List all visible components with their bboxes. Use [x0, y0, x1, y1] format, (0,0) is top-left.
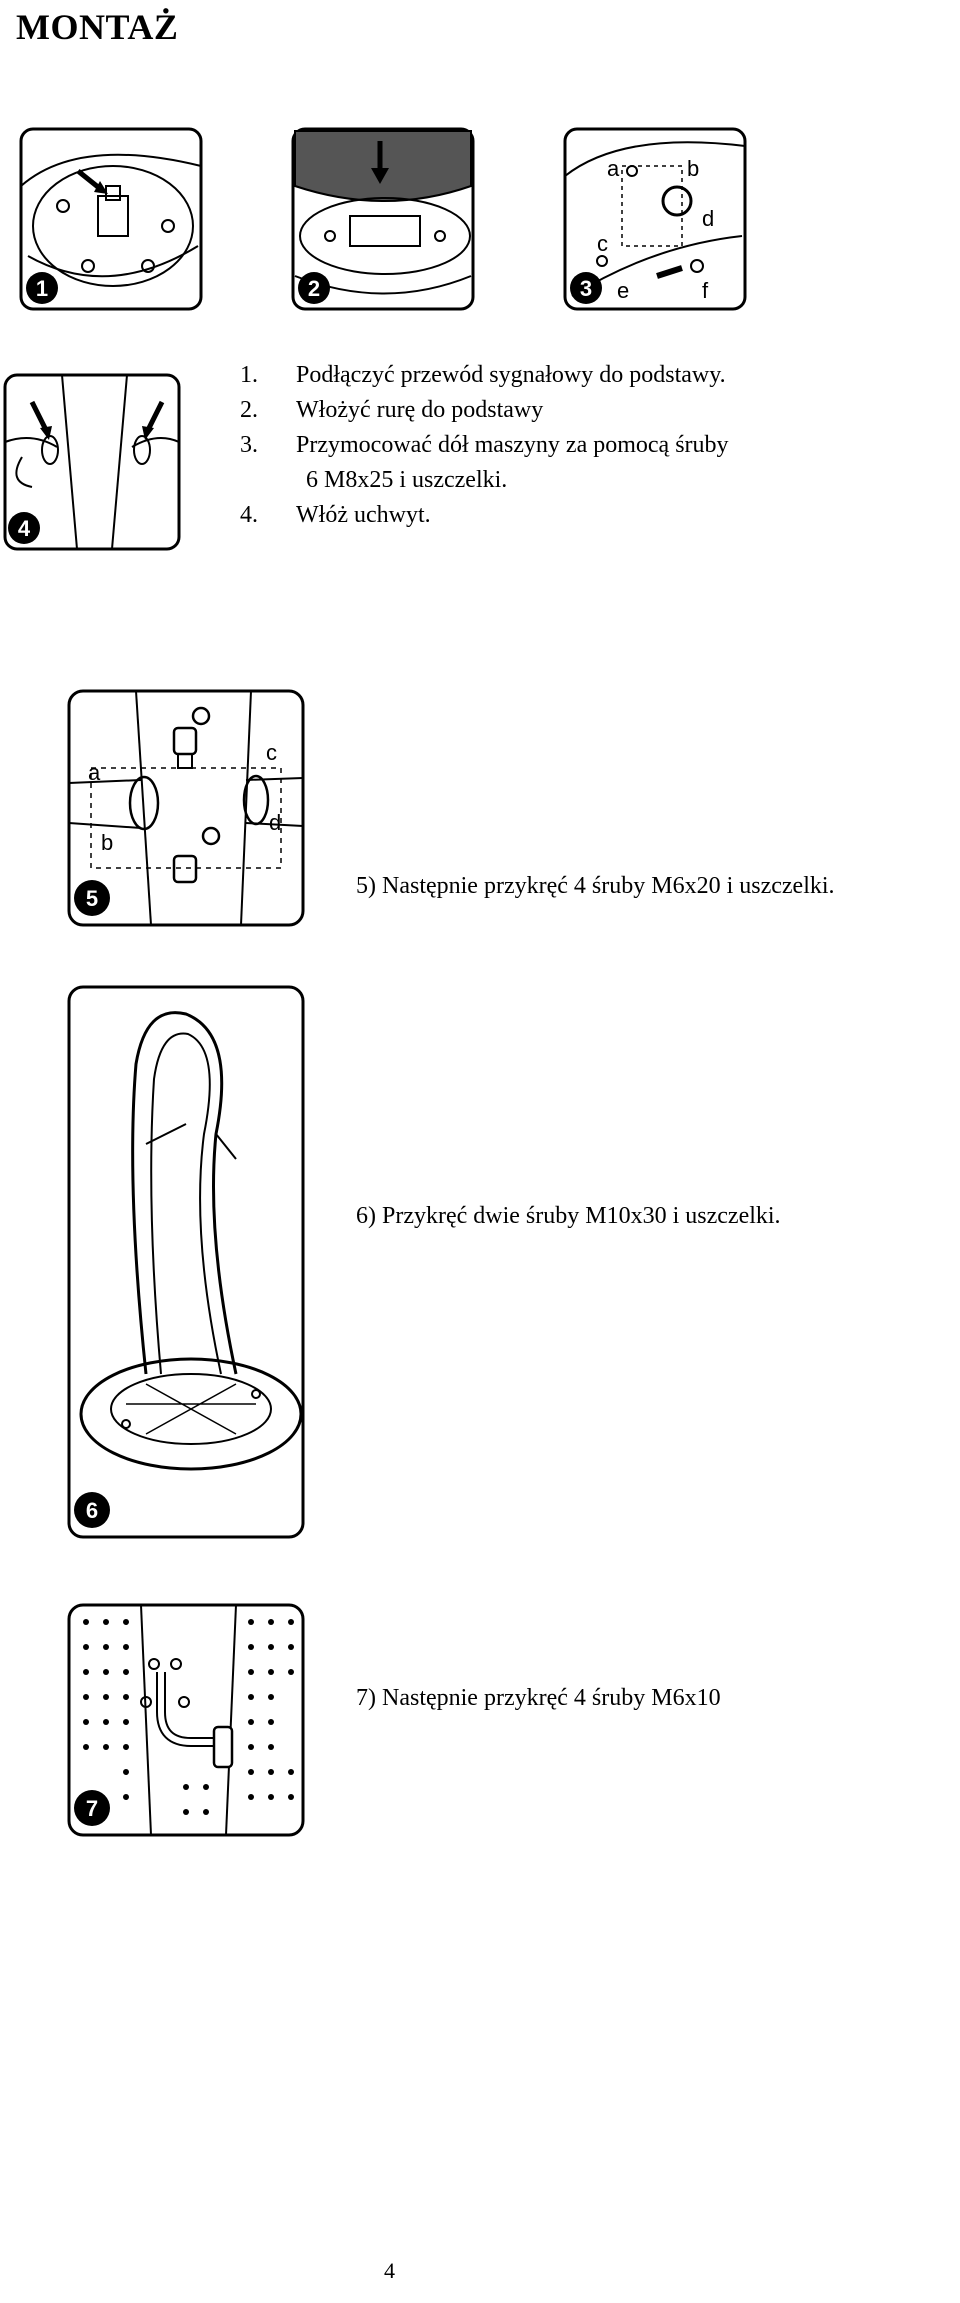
figure-3-illustration: a b c d e f 3 [563, 127, 747, 311]
figure-7-illustration: 7 [67, 1603, 305, 1837]
figure-3-badge: 3 [580, 276, 592, 301]
figure-step-4: 4 [2, 372, 182, 552]
figure-step-2: 2 [290, 126, 476, 312]
step-text: Włożyć rurę do podstawy [296, 397, 544, 423]
step-5-caption: 5) Następnie przykręć 4 śruby M6x20 i us… [356, 873, 835, 899]
figure-4-badge: 4 [18, 516, 31, 541]
figure-3-label-d: d [702, 206, 714, 231]
step-text: 6 M8x25 i uszczelki. [306, 467, 508, 493]
figure-5-label-a: a [88, 760, 101, 785]
figure-step-7: 7 [66, 1602, 306, 1838]
figure-5-label-b: b [101, 830, 113, 855]
figure-4-illustration: 4 [3, 373, 181, 551]
figure-5-badge: 5 [86, 886, 98, 911]
figure-5-label-c: c [266, 740, 277, 765]
figure-3-label-f: f [702, 278, 709, 303]
figure-step-1: 1 [18, 126, 204, 312]
figure-2-illustration: 2 [291, 127, 475, 311]
figure-step-5: a b c d 5 [66, 688, 306, 928]
step-6-caption: 6) Przykręć dwie śruby M10x30 i uszczelk… [356, 1203, 781, 1229]
figure-2-badge: 2 [308, 276, 320, 301]
step-7-caption: 7) Następnie przykręć 4 śruby M6x10 [356, 1685, 721, 1711]
step-text: Podłączyć przewód sygnałowy do podstawy. [296, 362, 726, 388]
step-text: Przymocować dół maszyny za pomocą śruby [296, 432, 729, 458]
figure-3-label-c: c [597, 231, 608, 256]
figure-1-badge: 1 [36, 276, 48, 301]
page-number: 4 [384, 2258, 395, 2283]
figure-3-label-a: a [607, 156, 620, 181]
figure-5-label-d: d [269, 810, 281, 835]
step-number: 1. [240, 362, 258, 388]
figure-6-badge: 6 [86, 1498, 98, 1523]
step-number: 4. [240, 502, 258, 528]
step-text: Włóż uchwyt. [296, 502, 431, 528]
page-title: MONTAŻ [16, 7, 179, 47]
figure-step-6: 6 [66, 984, 306, 1540]
figure-6-illustration: 6 [67, 985, 305, 1539]
step-number: 3. [240, 432, 258, 458]
figure-step-3: a b c d e f 3 [562, 126, 748, 312]
figure-3-label-e: e [617, 278, 629, 303]
figure-3-label-b: b [687, 156, 699, 181]
figure-7-badge: 7 [86, 1796, 98, 1821]
step-number: 2. [240, 397, 258, 423]
figure-1-illustration: 1 [19, 127, 203, 311]
figure-5-illustration: a b c d 5 [67, 689, 305, 927]
